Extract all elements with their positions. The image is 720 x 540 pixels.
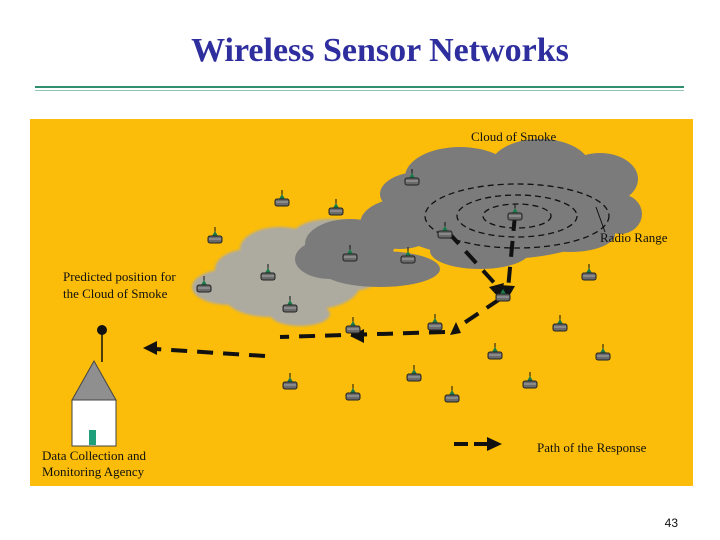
sensor-node xyxy=(445,386,459,402)
sensor-node xyxy=(523,372,537,388)
sensor-node xyxy=(283,373,297,389)
sensor-node xyxy=(407,365,421,381)
predicted-position-label-line1: Predicted position for xyxy=(63,269,176,285)
sensor-node xyxy=(275,190,289,206)
sensor-node xyxy=(488,343,502,359)
path-of-response-label: Path of the Response xyxy=(537,440,646,456)
path-legend-arrow xyxy=(454,437,502,451)
cloud-of-smoke-label: Cloud of Smoke xyxy=(471,129,556,145)
title-divider-light xyxy=(35,90,684,91)
agency-building xyxy=(72,325,116,446)
sensor-node xyxy=(582,264,596,280)
agency-label-line2: Monitoring Agency xyxy=(42,464,144,480)
sensor-node xyxy=(329,199,343,215)
sensor-node xyxy=(553,315,567,331)
sensor-node xyxy=(208,227,222,243)
sensor-node xyxy=(346,384,360,400)
predicted-position-label-line2: the Cloud of Smoke xyxy=(63,286,167,302)
radio-range-label: Radio Range xyxy=(600,230,668,246)
agency-label-line1: Data Collection and xyxy=(42,448,146,464)
sensor-node xyxy=(596,344,610,360)
diagram-canvas xyxy=(30,119,693,486)
smoke-cloud xyxy=(295,139,642,287)
title-divider xyxy=(35,86,684,88)
page-number: 43 xyxy=(665,516,678,530)
sensor-node xyxy=(346,317,360,333)
sensor-node xyxy=(428,314,442,330)
slide-title: Wireless Sensor Networks xyxy=(0,32,720,70)
sensor-network-diagram: Cloud of Smoke Radio Range Predicted pos… xyxy=(30,119,693,486)
